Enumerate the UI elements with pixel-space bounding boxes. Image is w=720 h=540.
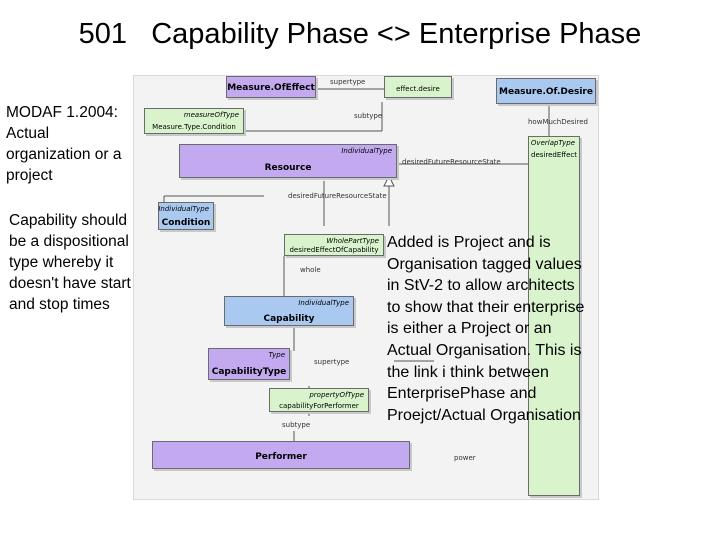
how-much-desired-label: howMuchDesired [528, 118, 588, 126]
slide-number: 501 [78, 18, 128, 50]
condition-box: IndividualType Condition [158, 202, 214, 230]
measure-of-desire-box: Measure.Of.Desire [496, 78, 596, 104]
supertype-label: supertype [330, 78, 366, 86]
desired-effect-box: WholePartType desiredEffectOfCapability [284, 234, 384, 256]
measure-of-effect-box: Measure.OfEffect [226, 76, 316, 98]
power-label: power [454, 454, 476, 462]
measure-type-condition-box: measureOfType Measure.Type.Condition [144, 108, 244, 134]
desired-future-resource-state-label: desiredFutureResourceState [402, 158, 501, 166]
desired-future-resource-state-label-2: desiredFutureResourceState [288, 192, 387, 200]
capability-note: Capability should be a dispositional typ… [9, 212, 131, 313]
modaf-note: MODAF 1.2004: Actual organization or a p… [6, 104, 122, 184]
resource-box: IndividualType Resource [179, 144, 397, 178]
capability-box: IndividualType Capability [224, 296, 354, 326]
desired-effect-right-box: OverlapType desiredEffect [528, 136, 580, 496]
main-note: Added is Project and is Organisation tag… [387, 234, 585, 424]
effect-desire-box: effect.desire [384, 76, 452, 98]
whole-label: whole [300, 266, 321, 274]
supertype-label-2: supertype [314, 358, 350, 366]
performer-box: Performer [152, 441, 410, 469]
subtype-label-2: subtype [282, 421, 311, 429]
subtype-label: subtype [354, 112, 383, 120]
slide-title-text: Capability Phase <> Enterprise Phase [151, 18, 642, 50]
slide-title: 501 Capability Phase <> Enterprise Phase [0, 18, 720, 51]
capability-type-box: Type CapabilityType [208, 348, 290, 380]
uml-diagram: Measure.OfEffect effect.desire Measure.O… [133, 75, 599, 500]
capability-for-performer-box: propertyOfType capabilityForPerformer [269, 388, 369, 412]
